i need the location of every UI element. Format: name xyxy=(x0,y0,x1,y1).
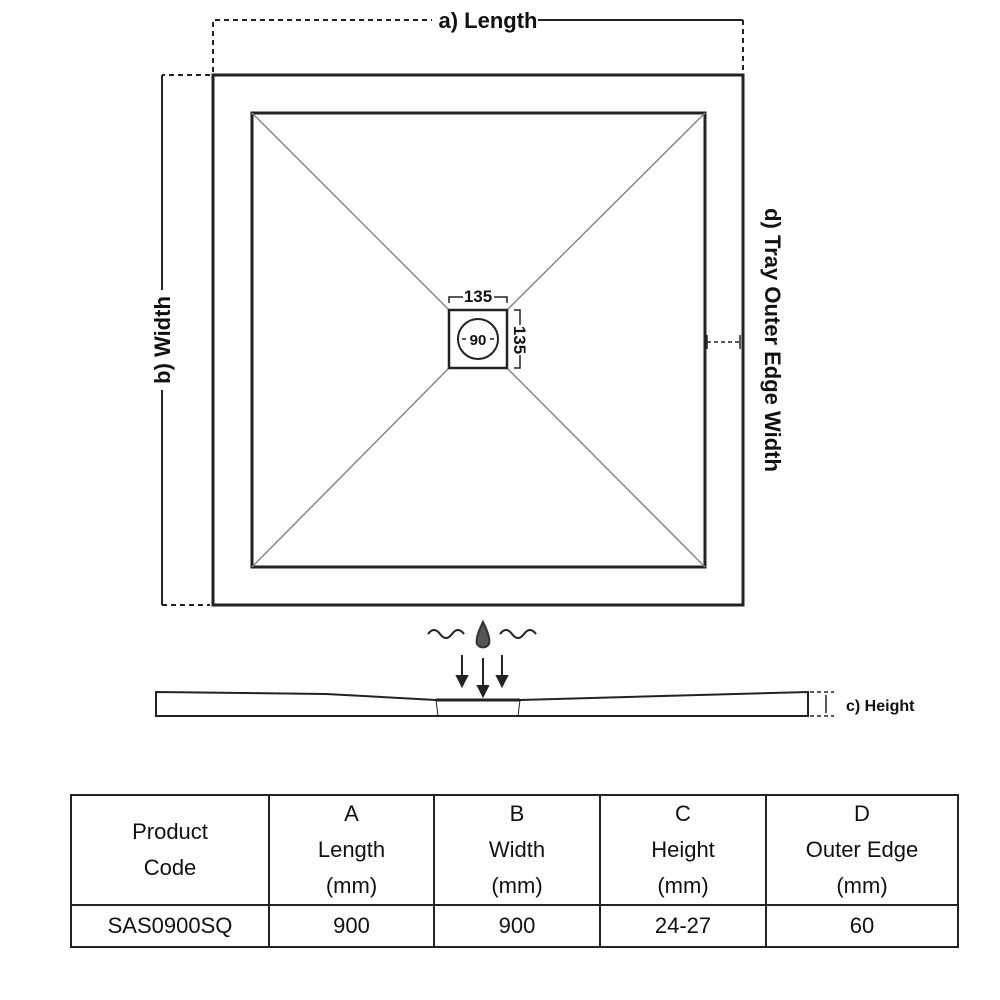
cell-width: 900 xyxy=(433,904,601,948)
header-line: (mm) xyxy=(836,873,888,898)
tray-side-view xyxy=(155,690,834,717)
cell-product-code: SAS0900SQ xyxy=(70,904,270,948)
length-dimension xyxy=(212,19,744,72)
header-line: (mm) xyxy=(657,873,709,898)
header-line: Code xyxy=(143,855,197,880)
drain-width-label: 135 xyxy=(464,287,492,306)
header-line: (mm) xyxy=(325,873,378,898)
header-line: Width xyxy=(488,837,546,862)
width-dimension xyxy=(161,74,210,606)
header-line: (mm) xyxy=(491,873,543,898)
header-height: C Height (mm) xyxy=(599,794,767,906)
header-line: Height xyxy=(651,837,715,862)
header-line: Outer Edge xyxy=(805,837,919,862)
water-drain-icon xyxy=(427,619,537,699)
height-label: c) Height xyxy=(846,698,915,715)
length-label: a) Length xyxy=(439,8,538,33)
width-label: b) Width xyxy=(150,296,175,384)
waste-outlet xyxy=(457,318,499,360)
header-outer-edge: D Outer Edge (mm) xyxy=(765,794,959,906)
cell-height: 24-27 xyxy=(599,904,767,948)
drain-height-label: 135 xyxy=(510,326,529,354)
cell-length: 900 xyxy=(268,904,435,948)
cell-outer-edge: 60 xyxy=(765,904,959,948)
header-line: Product xyxy=(132,819,208,844)
outer-edge-label: d) Tray Outer Edge Width xyxy=(760,208,785,472)
tray-top-view xyxy=(211,73,745,607)
header-line: Length xyxy=(317,837,386,862)
header-letter: D xyxy=(854,801,870,826)
waste-diameter-label: 90 xyxy=(470,332,487,349)
header-length: A Length (mm) xyxy=(268,794,435,906)
table-row: SAS0900SQ 900 900 24-27 60 xyxy=(70,904,959,948)
header-width: B Width (mm) xyxy=(433,794,601,906)
header-letter: B xyxy=(509,801,525,826)
header-letter: A xyxy=(344,801,359,826)
header-letter: C xyxy=(675,801,691,826)
